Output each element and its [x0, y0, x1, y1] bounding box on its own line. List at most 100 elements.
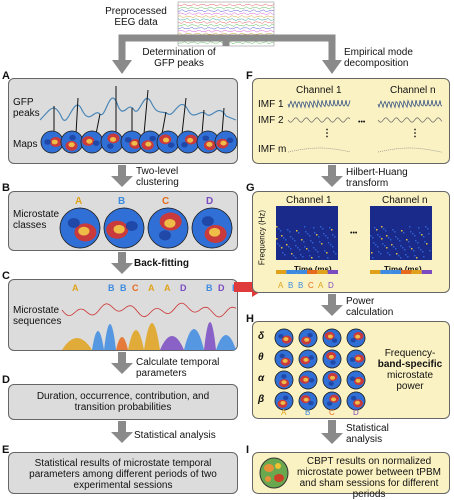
imfm-trace [287, 147, 351, 153]
state-bar [411, 270, 422, 274]
maps-row [40, 130, 238, 154]
class-map [147, 207, 189, 249]
band-map [346, 391, 366, 411]
gfp-map [214, 130, 238, 154]
imf2-trace [377, 117, 443, 123]
g-sequence-letter: A [278, 281, 284, 290]
class-map [59, 207, 101, 249]
panel-letter-c: C [2, 270, 10, 282]
g-hdots: ••• [350, 230, 358, 237]
band-map [274, 328, 294, 348]
arrow-a-b [118, 165, 126, 177]
arrow-label-gfp: Determination of GFP peaks [142, 47, 216, 69]
imf-traces [287, 99, 443, 153]
g-sequence-letter: D [328, 281, 334, 290]
sequence-segment [128, 330, 144, 350]
sequence-segment [204, 322, 216, 350]
eeg-trace [177, 12, 275, 16]
class-letter-a: A [75, 196, 83, 207]
sequence-letter: B [120, 283, 127, 293]
g-sequence-letter: B [288, 281, 294, 290]
state-bar [307, 270, 318, 274]
arrow-label-emd: Empirical mode decomposition [344, 47, 413, 69]
gfp-map [100, 130, 124, 154]
arrow-label-stats-right: Statistical analysis [346, 423, 389, 445]
sequence-letter: D [180, 283, 187, 293]
class-maps [59, 207, 233, 249]
band-map [346, 349, 366, 369]
band-map [274, 349, 294, 369]
gfp-map [138, 130, 162, 154]
gfp-map [80, 130, 104, 154]
arrow-d-e [118, 421, 126, 433]
arrow-g-h [328, 294, 336, 306]
band-map [298, 370, 318, 390]
state-bar [317, 270, 328, 274]
sequence-letter: A [148, 283, 155, 293]
sequence-letter: A [72, 283, 79, 293]
h-label-line4: power [396, 381, 424, 392]
h-col-letter: B [305, 408, 311, 417]
eeg-trace [177, 23, 275, 27]
sequence-letter: D [218, 283, 225, 293]
state-bar [286, 270, 297, 274]
arrow-label-temporal: Calculate temporal parameters [136, 357, 220, 379]
panel-f [252, 78, 450, 164]
state-bar [327, 270, 338, 274]
class-letter-b: B [118, 196, 126, 207]
state-bar [390, 270, 401, 274]
state-bar [401, 270, 412, 274]
split-arrows [112, 34, 342, 74]
panel-letter-b: B [2, 182, 10, 194]
band-map [322, 391, 342, 411]
class-letter-c: C [162, 196, 170, 207]
f-hdots: ••• [358, 119, 366, 126]
g-xlabel-2: Time (ms) [384, 265, 422, 274]
state-bar [370, 270, 381, 274]
sequence-segment [184, 329, 204, 350]
band-map [346, 328, 366, 348]
panel-letter-d: D [2, 374, 10, 386]
band-map [346, 370, 366, 390]
spectrogram [370, 206, 432, 274]
microstate-classes-label: Microstate classes [13, 209, 60, 231]
class-map [191, 207, 233, 249]
arrow-f-g-head [321, 176, 343, 187]
eeg-trace [177, 15, 275, 19]
state-bar [296, 270, 307, 274]
arrow-label-backfitting: Back-fitting [134, 258, 189, 269]
sequence-segment [92, 331, 104, 350]
eeg-trace [177, 17, 275, 22]
eeg-trace [177, 26, 275, 30]
band-map [322, 349, 342, 369]
gfp-peaks-label: GFP peaks [13, 97, 40, 119]
sequence-segment [144, 323, 160, 350]
panel-i-text: CBPT results on normalized microstate po… [297, 456, 441, 500]
band-map [274, 370, 294, 390]
g-xlabel-1: Time (ms) [294, 265, 332, 274]
eeg-trace [177, 6, 275, 10]
g-channel1-label: Channel 1 [286, 195, 332, 206]
sequence-segment [216, 335, 236, 350]
sequence-gfp-line [61, 302, 237, 318]
sequence-letter: A [164, 283, 171, 293]
gfp-map [156, 130, 180, 154]
gfp-map [40, 130, 64, 154]
sequence-segment [104, 324, 116, 350]
arrow-label-hht: Hilbert-Huang transform [346, 167, 408, 189]
arrow-h-i-head [321, 433, 343, 444]
h-label: Frequency- band-specific microstate powe… [370, 348, 450, 392]
gfp-map [60, 130, 84, 154]
panel-e: Statistical results of microstate tempor… [8, 452, 238, 494]
spectrograms [276, 206, 432, 274]
imf2-trace [287, 117, 351, 123]
panel-letter-f: F [246, 70, 253, 82]
panel-letter-e: E [2, 444, 10, 456]
arrow-h-i [328, 420, 336, 434]
arrow-d-e-head [111, 432, 133, 443]
eeg-trace [177, 29, 275, 33]
microstate-sequences-label: Microstate sequences [13, 305, 62, 327]
class-map [103, 207, 145, 249]
panel-d: Duration, occurrence, contribution, and … [8, 384, 238, 420]
